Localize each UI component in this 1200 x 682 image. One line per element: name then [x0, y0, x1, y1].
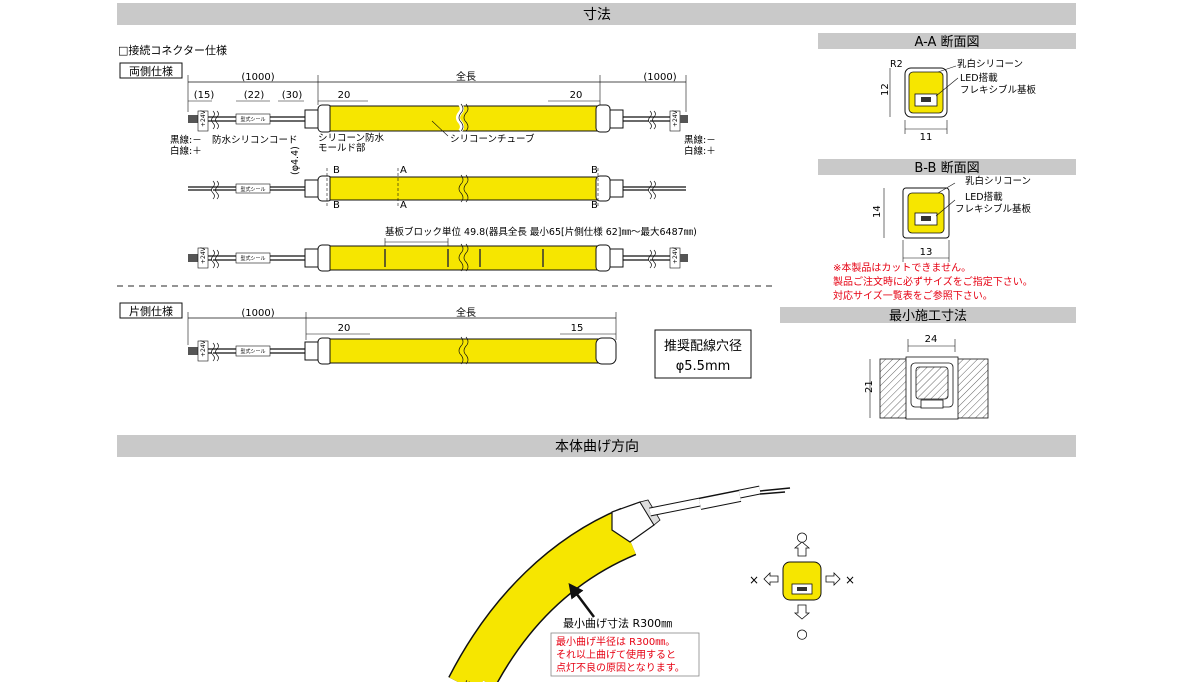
dim-30: (30): [282, 90, 303, 101]
ok-up-mark: ○: [796, 530, 807, 545]
note-1: ※本製品はカットできません。: [833, 261, 971, 274]
mold-label-1: シリコーン防水: [318, 132, 385, 144]
left-white-wire: 白線:＋: [170, 145, 202, 157]
svg-text:+24V: +24V: [200, 339, 207, 357]
svg-text:+24V: +24V: [200, 246, 207, 264]
bend-header: 本体曲げ方向: [555, 439, 639, 455]
cut-b-bottom-right: B: [591, 200, 598, 211]
single-dim-1000: (1000): [241, 308, 274, 319]
bb-cross-section: 乳白シリコーン LED搭載 フレキシブル基板 14 13: [872, 175, 1032, 262]
dim-20-right: 20: [570, 90, 583, 101]
bb-section-header-bar: [818, 159, 1076, 175]
aa-led-label-2: フレキシブル基板: [960, 84, 1037, 96]
arrow-left-icon: [763, 572, 779, 586]
block-unit-label: 基板ブロック単位 49.8(器具全長 最小65[片側仕様 62]㎜～最大6487…: [385, 226, 697, 238]
cut-b-bottom-left: B: [333, 200, 340, 211]
diagram-double-top: (1000) 全長 (1000) (15) (22) (30) 20 20 +2…: [170, 70, 716, 175]
svg-text:+24V: +24V: [672, 109, 679, 127]
aa-led-label-1: LED搭載: [960, 72, 998, 84]
note-3: 対応サイズ一覧表をご参照下さい。: [833, 289, 993, 302]
bb-milk-label: 乳白シリコーン: [965, 175, 1031, 187]
bend-warning-3: 点灯不良の原因となります。: [556, 661, 685, 674]
hole-box: [654, 329, 752, 379]
diagram-single: (1000) 全長 20 15 +24V 型式シール: [187, 306, 617, 365]
dimensions-header-bar: [117, 3, 1076, 25]
dim-1000-left: (1000): [241, 72, 274, 83]
single-dim-total: 全長: [456, 306, 476, 319]
bend-warning-2: それ以上曲げて使用すると: [556, 648, 676, 661]
aa-height: 12: [880, 83, 891, 96]
bb-section-header: B-B 断面図: [914, 161, 979, 176]
bb-height: 14: [872, 205, 883, 218]
svg-text:型式シール: 型式シール: [240, 186, 265, 193]
aa-section-header-bar: [818, 33, 1076, 49]
ok-down-mark: ○: [796, 627, 807, 642]
cut-b-top-right: B: [591, 165, 598, 176]
single-sided-label: 片側仕様: [129, 304, 173, 318]
dim-20-left: 20: [338, 90, 351, 101]
ng-left-mark: ×: [749, 573, 759, 587]
dim-15: (15): [194, 90, 215, 101]
ng-right-mark: ×: [845, 573, 855, 587]
install-width: 24: [925, 334, 938, 345]
double-sided-label: 両側仕様: [129, 64, 173, 78]
arrow-up-icon: [793, 541, 811, 557]
dim-1000-right: (1000): [643, 72, 676, 83]
svg-text:型式シール: 型式シール: [240, 116, 265, 123]
aa-section-header: A-A 断面図: [914, 35, 979, 50]
hole-title: 推奨配線穴径: [664, 338, 742, 354]
single-sided-box: [119, 302, 183, 319]
arrow-right-icon: [825, 572, 841, 586]
dim-total: 全長: [456, 70, 476, 83]
bend-drawing: [448, 485, 791, 682]
arrow-down-icon: [793, 604, 811, 620]
bend-warning-box: [550, 632, 700, 677]
bend-warning-1: 最小曲げ半径は R300㎜。: [556, 635, 675, 648]
aa-cross-section: R2 乳白シリコーン LED搭載 フレキシブル基板 12 11: [880, 58, 1037, 143]
min-install-drawing: 24 21: [864, 334, 989, 420]
double-sided-box: [119, 62, 183, 79]
svg-text:型式シール: 型式シール: [240, 255, 265, 262]
diagram-double-bottom: 基板ブロック単位 49.8(器具全長 最小65[片側仕様 62]㎜～最大6487…: [188, 226, 697, 272]
min-install-header-bar: [780, 307, 1076, 323]
svg-text:型式シール: 型式シール: [240, 348, 265, 355]
bb-led-label-1: LED搭載: [965, 191, 1003, 203]
dimensions-header: 寸法: [583, 7, 611, 23]
single-dim-20: 20: [338, 323, 351, 334]
bb-led-label-2: フレキシブル基板: [955, 203, 1032, 215]
svg-text:+24V: +24V: [200, 109, 207, 127]
tube-label: シリコーンチューブ: [450, 133, 535, 145]
bend-header-bar: [117, 435, 1076, 457]
aa-width: 11: [920, 132, 933, 143]
diagram-double-middle: 型式シール B B A A B B: [188, 165, 686, 211]
left-black-wire: 黒線:－: [170, 134, 202, 146]
install-height: 21: [864, 380, 875, 393]
right-black-wire: 黒線:－: [684, 134, 716, 146]
bend-direction-diagram: ○ × × ○: [749, 530, 855, 642]
dim-22: (22): [244, 90, 265, 101]
aa-r2: R2: [890, 59, 903, 70]
cut-a-bottom: A: [400, 200, 407, 211]
aa-milk-label: 乳白シリコーン: [957, 58, 1023, 70]
bend-radius-label: 最小曲げ寸法 R300㎜: [563, 616, 672, 630]
waterproof-cord-label: 防水シリコンコード: [212, 134, 298, 146]
cut-b-top-left: B: [333, 165, 340, 176]
cut-a-top: A: [400, 165, 407, 176]
connector-heading: □接続コネクター仕様: [118, 43, 227, 57]
svg-text:+24V: +24V: [672, 246, 679, 264]
single-dim-15: 15: [571, 323, 584, 334]
bb-width: 13: [920, 247, 933, 258]
mold-label-2: モールド部: [318, 142, 366, 154]
min-install-header: 最小施工寸法: [889, 309, 967, 324]
right-white-wire: 白線:＋: [684, 145, 716, 157]
note-2: 製品ご注文時に必ずサイズをご指定下さい。: [833, 275, 1033, 288]
phi-44-label: (φ4.4): [290, 146, 301, 175]
hole-value: φ5.5mm: [676, 359, 731, 374]
